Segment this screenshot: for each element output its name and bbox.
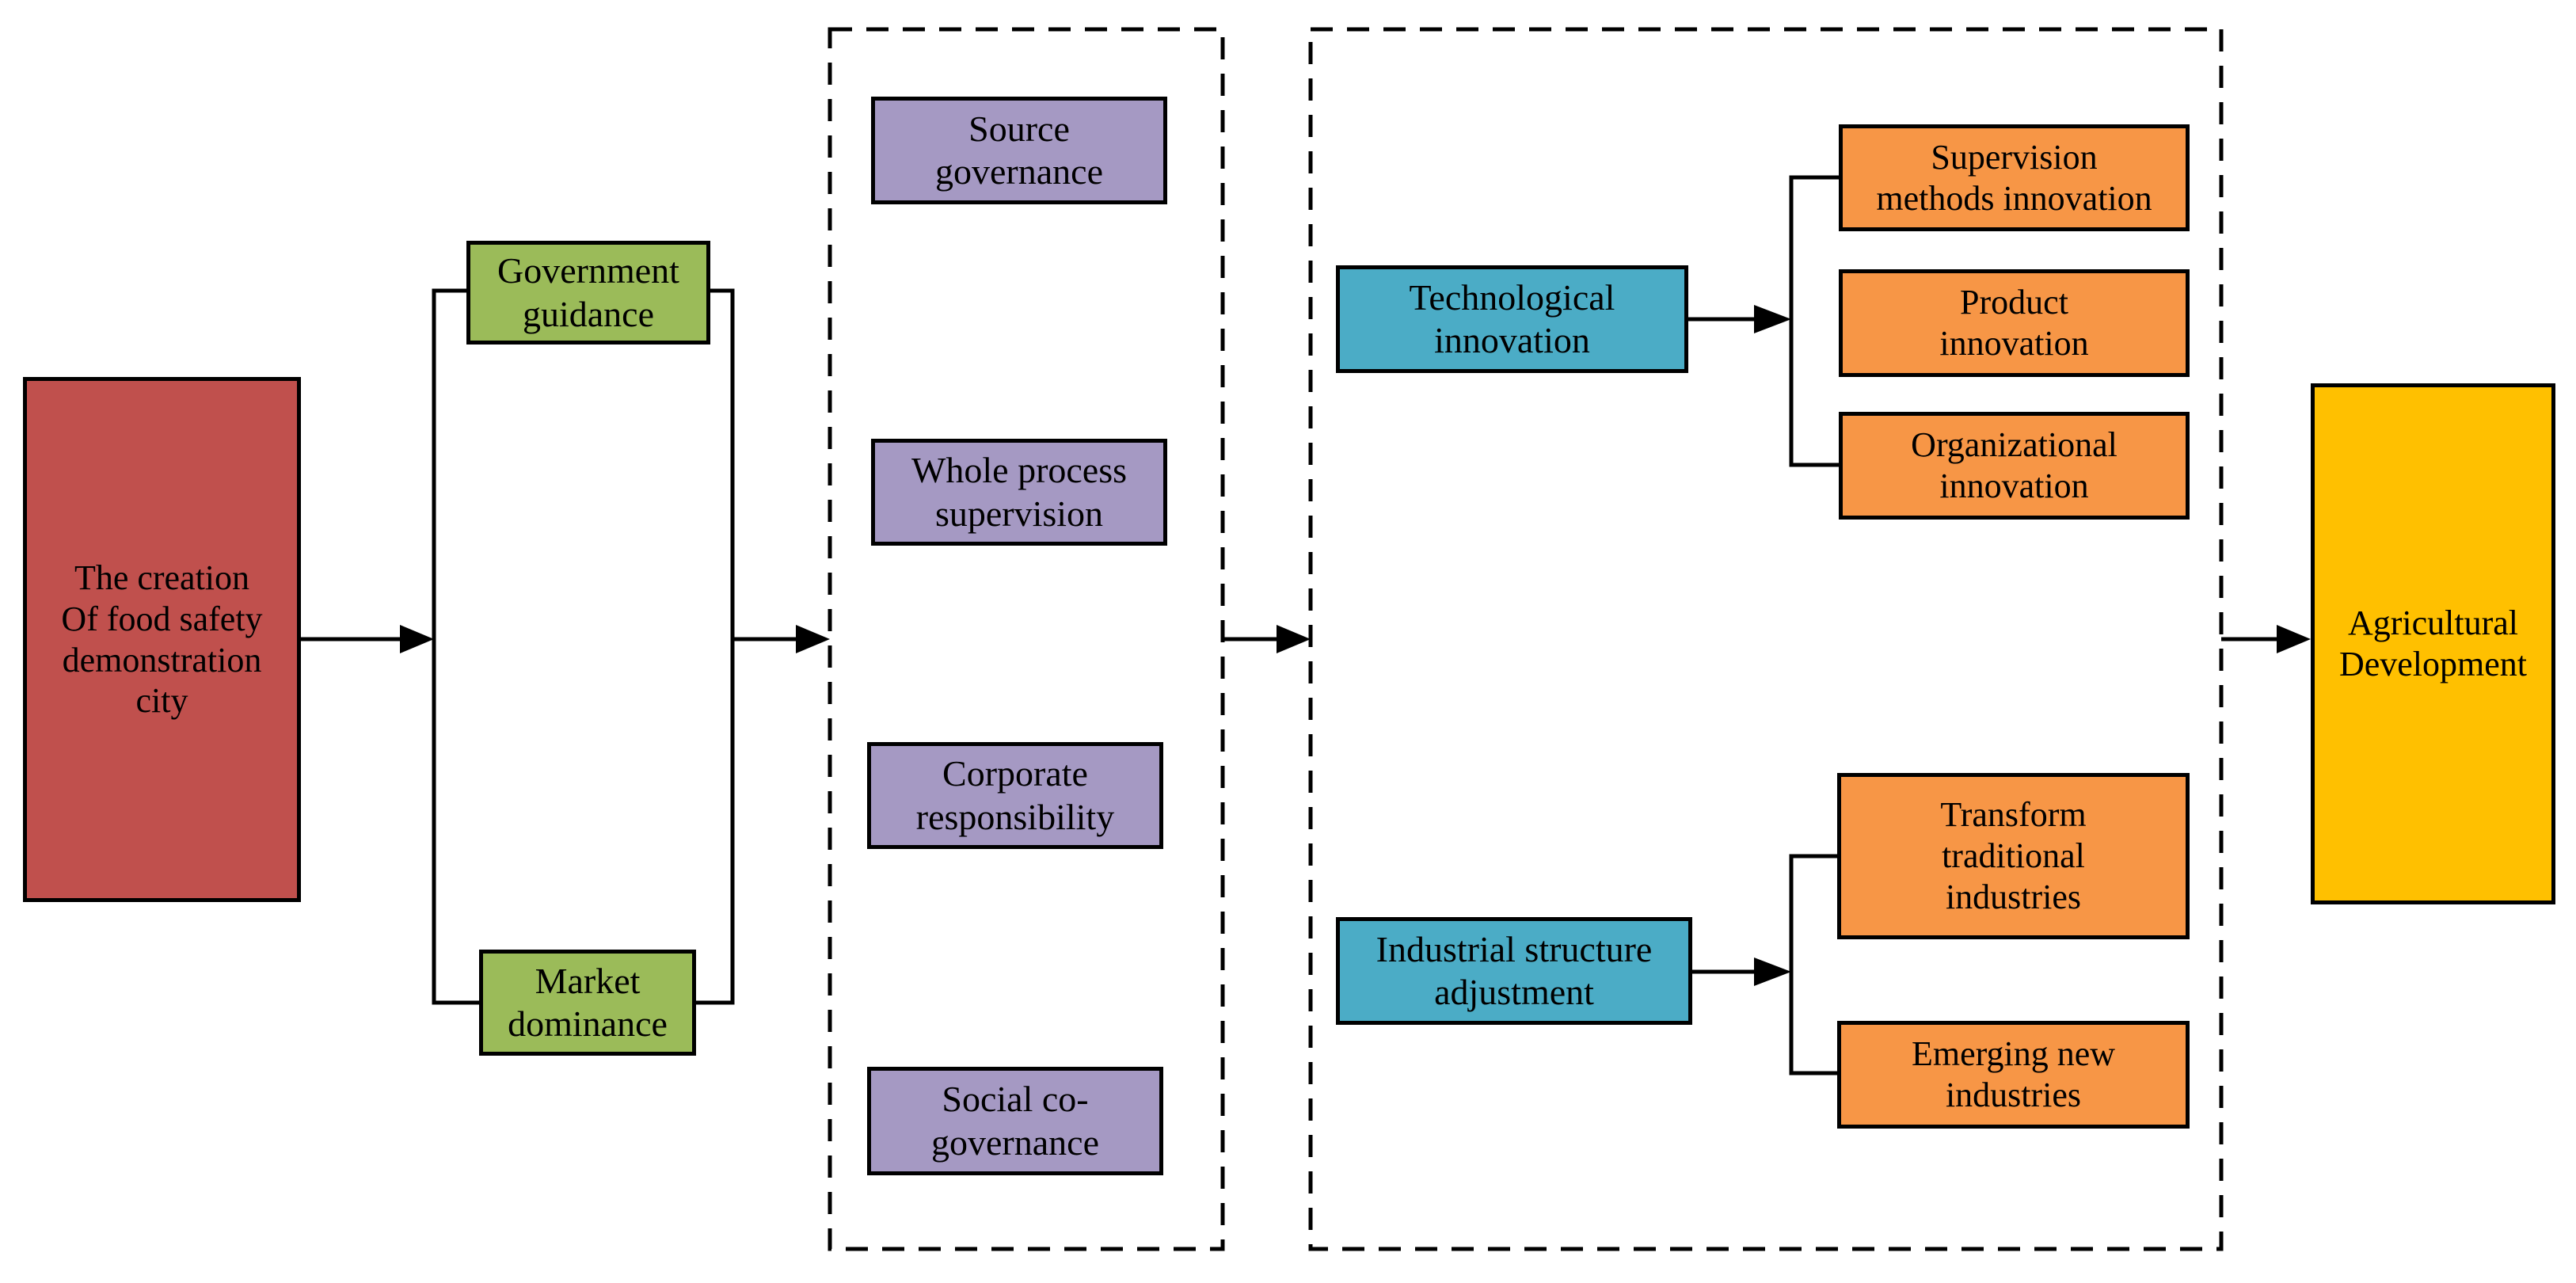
path-source-governance: Source governance	[871, 97, 1167, 204]
outcome-label: Supervision methods innovation	[1876, 137, 2152, 218]
end-node: Agricultural Development	[2311, 383, 2555, 904]
driver-government-guidance: Government guidance	[466, 241, 710, 345]
arrowhead-drivers-to-paths	[796, 625, 830, 653]
tech-outcomes-bracket	[1789, 175, 1839, 467]
outcome-supervision-methods-innovation: Supervision methods innovation	[1839, 124, 2190, 231]
arrowhead-paths-to-mechanisms	[1277, 625, 1311, 653]
path-label: Whole process supervision	[911, 450, 1128, 534]
mechanism-technological-innovation: Technological innovation	[1336, 265, 1688, 373]
path-social-co-governance: Social co- governance	[867, 1067, 1163, 1175]
driver-label: Government guidance	[497, 250, 679, 334]
path-label: Social co- governance	[931, 1079, 1099, 1163]
mechanism-label: Industrial structure adjustment	[1376, 928, 1653, 1012]
driver-market-dominance: Market dominance	[479, 950, 696, 1056]
outcome-product-innovation: Product innovation	[1839, 269, 2190, 377]
driver-label: Market dominance	[508, 960, 668, 1044]
path-label: Corporate responsibility	[915, 753, 1115, 837]
arrowhead-start-to-drivers	[400, 625, 434, 653]
outcome-label: Transform traditional industries	[1940, 795, 2087, 916]
governance-paths-frame	[828, 27, 1225, 1251]
outcome-transform-traditional-industries: Transform traditional industries	[1837, 773, 2190, 939]
outcome-organizational-innovation: Organizational innovation	[1839, 412, 2190, 520]
path-whole-process-supervision: Whole process supervision	[871, 439, 1167, 546]
path-corporate-responsibility: Corporate responsibility	[867, 742, 1163, 849]
outcome-label: Product innovation	[1939, 283, 2089, 363]
industry-outcomes-bracket	[1789, 854, 1839, 1076]
arrowhead-mechanisms-to-end	[2277, 625, 2311, 653]
path-label: Source governance	[935, 108, 1103, 192]
start-node-label: The creation Of food safety demonstratio…	[61, 558, 263, 721]
arrowhead-tech-to-outcomes	[1754, 305, 1791, 333]
start-node: The creation Of food safety demonstratio…	[23, 377, 301, 902]
mechanism-industrial-structure-adjustment: Industrial structure adjustment	[1336, 917, 1692, 1025]
drivers-right-bracket	[688, 288, 735, 1005]
end-node-label: Agricultural Development	[2338, 603, 2528, 683]
drivers-left-bracket	[432, 288, 479, 1005]
arrowhead-industry-to-outcomes	[1754, 957, 1791, 986]
outcome-emerging-new-industries: Emerging new industries	[1837, 1021, 2190, 1129]
mechanism-label: Technological innovation	[1409, 276, 1615, 360]
outcome-label: Organizational innovation	[1911, 425, 2117, 505]
outcome-label: Emerging new industries	[1911, 1034, 2116, 1114]
